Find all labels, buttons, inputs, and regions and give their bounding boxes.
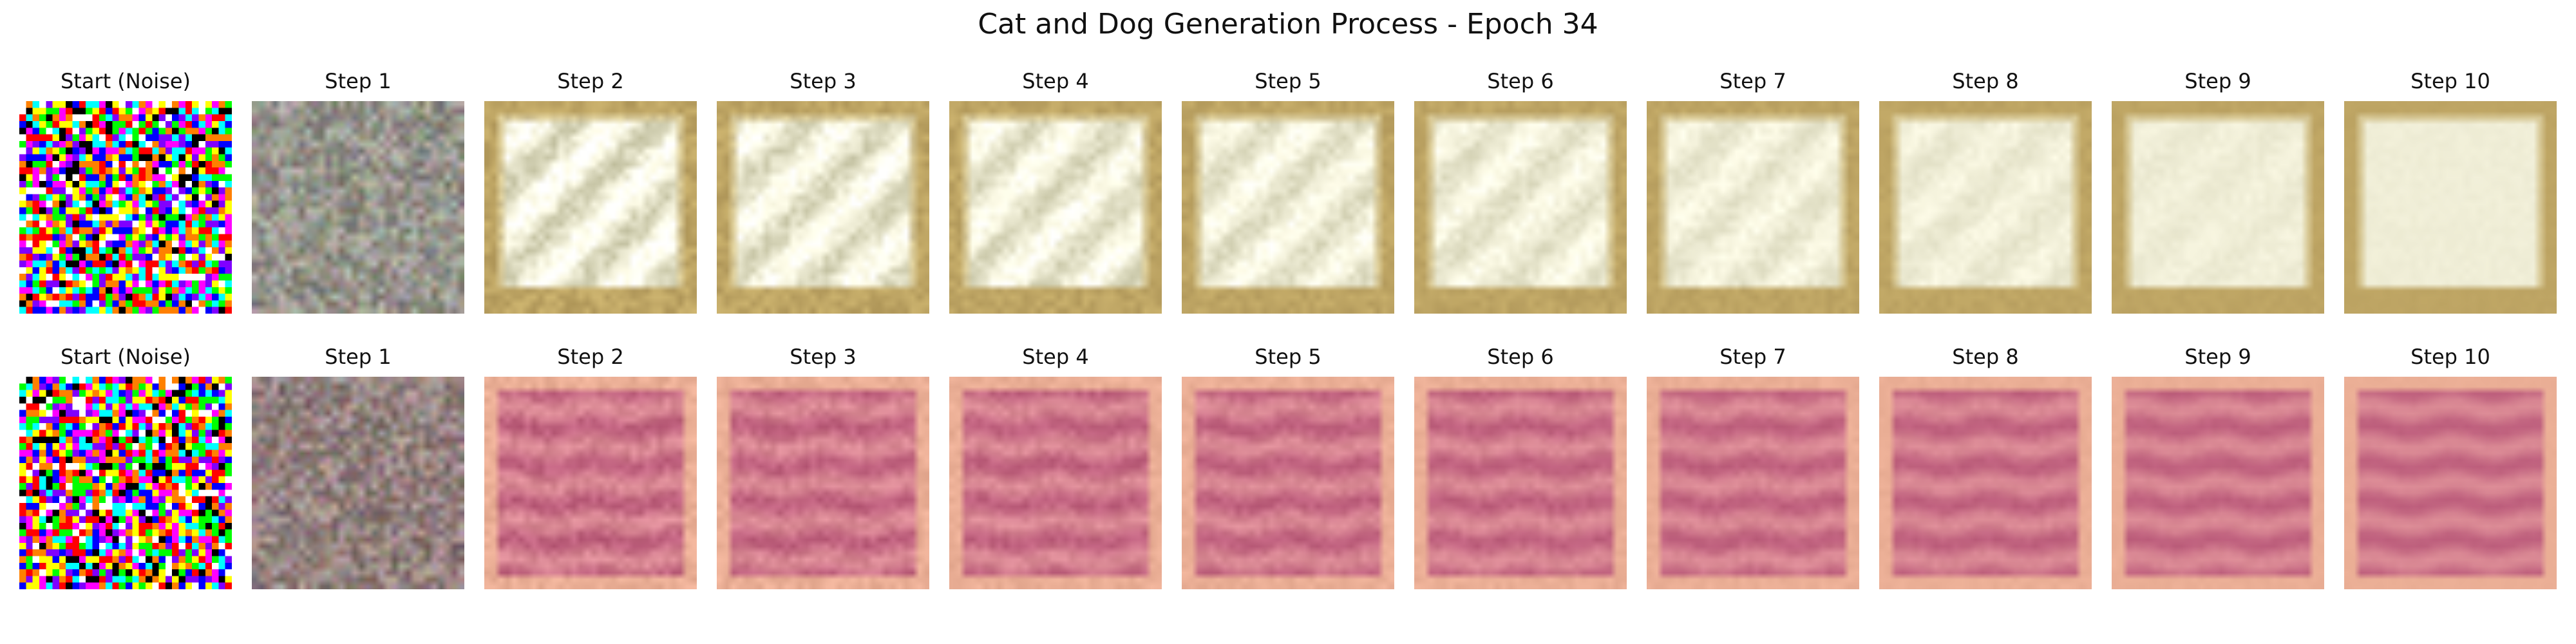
panel-title: Step 10	[2410, 345, 2490, 369]
generated-image	[2112, 377, 2324, 589]
panel-row1-col10: Step 9	[2112, 69, 2324, 314]
panel-row2-col3: Step 2	[484, 345, 697, 589]
generated-image	[1879, 377, 2092, 589]
panel-title: Step 7	[1719, 69, 1786, 93]
panel-row1-col6: Step 5	[1182, 69, 1394, 314]
generated-image	[1182, 377, 1394, 589]
panel-row1-col11: Step 10	[2344, 69, 2557, 314]
panel-title: Step 8	[1952, 69, 2019, 93]
panel-title: Step 3	[790, 69, 857, 93]
panel-row2-col10: Step 9	[2112, 345, 2324, 589]
generated-image	[949, 101, 1162, 314]
panel-title: Step 5	[1255, 345, 1321, 369]
panel-row2-col4: Step 3	[717, 345, 929, 589]
generated-image	[484, 377, 697, 589]
generated-image	[2112, 101, 2324, 314]
panel-title: Step 9	[2184, 69, 2251, 93]
panel-title: Step 6	[1487, 345, 1554, 369]
panel-row2-col2: Step 1	[252, 345, 464, 589]
panel-title: Step 3	[790, 345, 857, 369]
generated-image	[1647, 101, 1859, 314]
generated-image	[949, 377, 1162, 589]
panel-title: Start (Noise)	[60, 69, 191, 93]
panel-row1-col1: Start (Noise)	[19, 69, 232, 314]
generated-image	[19, 101, 232, 314]
panel-row2-col1: Start (Noise)	[19, 345, 232, 589]
panel-row2-col6: Step 5	[1182, 345, 1394, 589]
generated-image	[1647, 377, 1859, 589]
generated-image	[484, 101, 697, 314]
generated-image	[2344, 377, 2557, 589]
panel-row2-col8: Step 7	[1647, 345, 1859, 589]
generated-image	[2344, 101, 2557, 314]
panel-row2-col11: Step 10	[2344, 345, 2557, 589]
panel-title: Step 4	[1022, 345, 1089, 369]
panel-row1-col4: Step 3	[717, 69, 929, 314]
panel-title: Step 2	[557, 69, 624, 93]
panel-row1-col3: Step 2	[484, 69, 697, 314]
panel-row1-col2: Step 1	[252, 69, 464, 314]
panel-title: Step 4	[1022, 69, 1089, 93]
generated-image	[1414, 101, 1627, 314]
panel-title: Step 5	[1255, 69, 1321, 93]
figure-title: Cat and Dog Generation Process - Epoch 3…	[978, 8, 1598, 41]
panel-row1-col9: Step 8	[1879, 69, 2092, 314]
panel-title: Step 8	[1952, 345, 2019, 369]
generated-image	[19, 377, 232, 589]
panel-title: Step 9	[2184, 345, 2251, 369]
panel-row1-col5: Step 4	[949, 69, 1162, 314]
generated-image	[252, 101, 464, 314]
panel-row2-col7: Step 6	[1414, 345, 1627, 589]
generated-image	[1879, 101, 2092, 314]
panel-row1-col8: Step 7	[1647, 69, 1859, 314]
generated-image	[717, 101, 929, 314]
generated-image	[252, 377, 464, 589]
generated-image	[717, 377, 929, 589]
panel-title: Step 10	[2410, 69, 2490, 93]
generated-image	[1414, 377, 1627, 589]
panel-row2-col9: Step 8	[1879, 345, 2092, 589]
generated-image	[1182, 101, 1394, 314]
panel-title: Step 2	[557, 345, 624, 369]
panel-title: Step 6	[1487, 69, 1554, 93]
panel-row2-col5: Step 4	[949, 345, 1162, 589]
panel-title: Step 7	[1719, 345, 1786, 369]
panel-title: Step 1	[325, 345, 392, 369]
panel-title: Start (Noise)	[60, 345, 191, 369]
panel-title: Step 1	[325, 69, 392, 93]
panel-row1-col7: Step 6	[1414, 69, 1627, 314]
